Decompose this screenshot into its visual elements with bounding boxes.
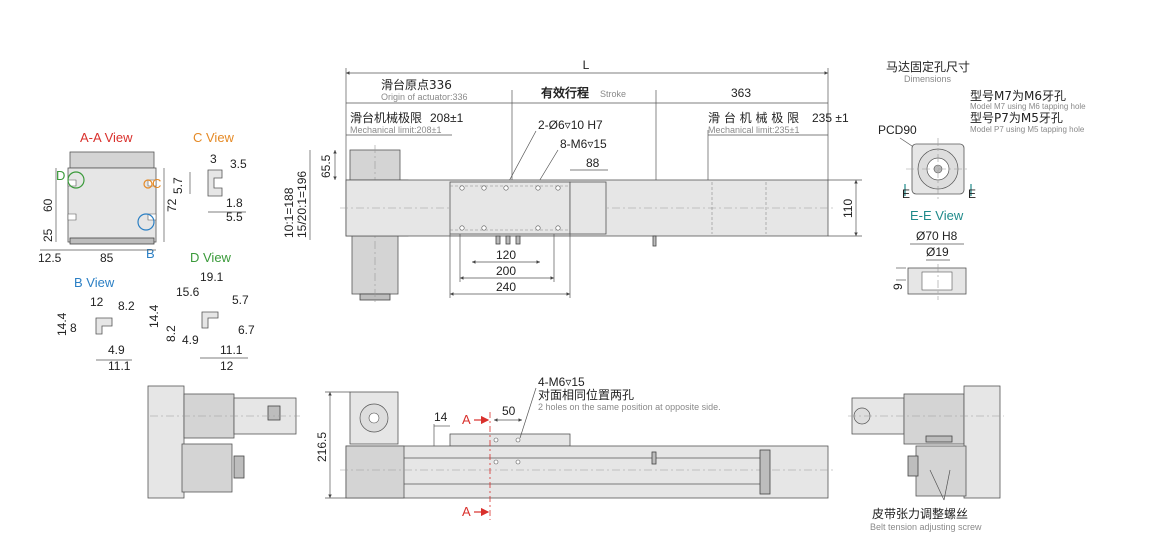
c-view: C View 3 3.5 5.7 1.8 5.5 <box>171 130 247 224</box>
motor-p7-zh: 型号P7为M5牙孔 <box>970 111 1063 125</box>
d-dim-11-1: 11.1 <box>220 343 243 357</box>
motor-title-en: Dimensions <box>904 74 952 84</box>
dim-mech-right-zh: 滑 台 机 械 极 限 <box>708 110 799 125</box>
c-dim-1-8: 1.8 <box>226 196 243 210</box>
b-dim-8: 8 <box>70 321 77 335</box>
front-dim-50: 50 <box>502 404 516 418</box>
motor-p7-en: Model P7 using M5 tapping hole <box>970 125 1085 134</box>
ee-dim-9: 9 <box>891 283 905 290</box>
d-dim-19-1: 19.1 <box>200 270 224 284</box>
aa-view-title: A-A View <box>80 130 133 145</box>
motor-title-zh: 马达固定孔尺寸 <box>886 59 970 74</box>
front-dim-216-5: 216.5 <box>315 432 329 462</box>
aa-dim-60: 60 <box>41 198 55 212</box>
dim-stroke-zh: 有效行程 <box>541 85 589 100</box>
aa-label-b: B <box>146 246 155 261</box>
dim-mech-left-en: Mechanical limit:208±1 <box>350 125 441 135</box>
d-dim-14-4: 14.4 <box>147 304 161 328</box>
top-view: L 滑台原点336 Origin of actuator:336 有效行程 St… <box>282 58 862 305</box>
motor-m7-zh: 型号M7为M6牙孔 <box>970 89 1066 103</box>
callout-tap-front: 4-M6▿15 <box>538 375 585 389</box>
d-view: D View 19.1 15.6 5.7 14.4 8.2 6.7 4.9 11… <box>147 250 255 373</box>
ee-dim-19: Ø19 <box>926 245 949 259</box>
c-dim-3-5: 3.5 <box>230 157 247 171</box>
c-view-title: C View <box>193 130 235 145</box>
belt-screw-en: Belt tension adjusting screw <box>870 522 982 532</box>
left-end-view <box>147 385 300 499</box>
front-view: 4-M6▿15 对面相同位置两孔 2 holes on the same pos… <box>315 375 834 520</box>
section-mark-a-bottom: A <box>462 504 471 519</box>
callout-tap-front-zh: 对面相同位置两孔 <box>538 387 634 402</box>
d-dim-4-9: 4.9 <box>182 333 199 347</box>
dim-mech-right-en: Mechanical limit:235±1 <box>708 125 799 135</box>
belt-screw-zh: 皮带张力调整螺丝 <box>872 506 968 521</box>
b-dim-14-4: 14.4 <box>55 312 69 336</box>
b-view: B View 12 8.2 14.4 8 4.9 11.1 <box>55 275 135 373</box>
dim-240: 240 <box>496 280 516 294</box>
aa-dim-12-5: 12.5 <box>38 251 62 265</box>
motor-e-right: E <box>968 187 976 201</box>
dim-ratio-2: 15/20:1=196 <box>295 171 309 238</box>
dim-88: 88 <box>586 156 600 170</box>
dim-mech-right-val: 235 ±1 <box>812 111 849 125</box>
dim-origin-zh: 滑台原点336 <box>381 77 452 92</box>
ee-dim-70: Ø70 H8 <box>916 229 958 243</box>
callout-tap-top: 8-M6▿15 <box>560 137 607 151</box>
aa-dim-85: 85 <box>100 251 114 265</box>
aa-view: A-A View D C B 60 25 12.5 85 72 <box>38 130 179 265</box>
aa-label-d: D <box>56 168 65 183</box>
c-dim-5-5: 5.5 <box>226 210 243 224</box>
callout-tap-front-en: 2 holes on the same position at opposite… <box>538 402 721 412</box>
aa-label-c: C <box>152 176 161 191</box>
right-end-view: 皮带张力调整螺丝 Belt tension adjusting screw <box>848 385 1004 532</box>
c-dim-3: 3 <box>210 152 217 166</box>
b-dim-4-9: 4.9 <box>108 343 125 357</box>
dim-mech-left-zh: 滑台机械极限 <box>350 110 422 125</box>
dim-mech-left-val: 208±1 <box>430 111 464 125</box>
b-dim-11-1: 11.1 <box>108 359 131 373</box>
motor-pcd: PCD90 <box>878 123 917 137</box>
d-dim-5-7: 5.7 <box>232 293 249 307</box>
d-dim-6-7: 6.7 <box>238 323 255 337</box>
b-dim-12: 12 <box>90 295 104 309</box>
dim-ratio-1: 10:1=188 <box>282 187 296 238</box>
motor-mount-view: 马达固定孔尺寸 Dimensions 型号M7为M6牙孔 Model M7 us… <box>878 59 1086 300</box>
c-dim-5-7: 5.7 <box>171 177 185 194</box>
dim-110: 110 <box>841 199 855 218</box>
dim-stroke-en: Stroke <box>600 89 626 99</box>
section-mark-a-top: A <box>462 412 471 427</box>
front-dim-14: 14 <box>434 410 448 424</box>
dim-l: L <box>583 58 590 72</box>
dim-200: 200 <box>496 264 516 278</box>
aa-dim-72: 72 <box>165 198 179 212</box>
motor-e-left: E <box>902 187 910 201</box>
d-dim-12: 12 <box>220 359 234 373</box>
aa-dim-25: 25 <box>41 228 55 242</box>
dim-origin-en: Origin of actuator:336 <box>381 92 468 102</box>
d-dim-15-6: 15.6 <box>176 285 200 299</box>
d-view-title: D View <box>190 250 232 265</box>
b-dim-8-2: 8.2 <box>118 299 135 313</box>
callout-dowel-holes: 2-Ø6▿10 H7 <box>538 118 603 132</box>
dim-363: 363 <box>731 86 751 100</box>
dim-65-5: 65.5 <box>319 154 333 178</box>
ee-view-title: E-E View <box>910 208 964 223</box>
b-view-title: B View <box>74 275 115 290</box>
d-dim-8-2: 8.2 <box>164 325 178 342</box>
motor-m7-en: Model M7 using M6 tapping hole <box>970 102 1086 111</box>
dim-120: 120 <box>496 248 516 262</box>
